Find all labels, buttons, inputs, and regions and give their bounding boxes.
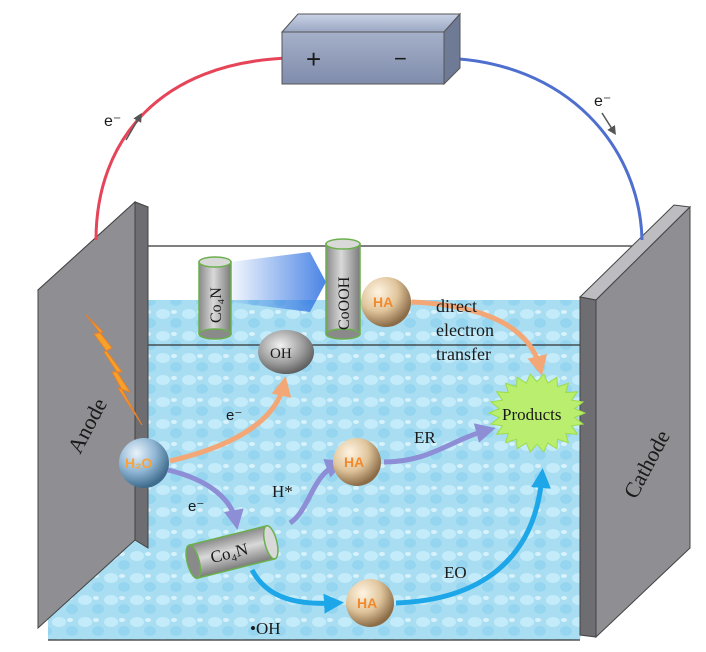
battery-plus: + [306, 44, 321, 74]
ha-bottom-label: HA [357, 595, 377, 611]
cooh-label: CoOOH [336, 276, 353, 330]
ha-mid-sphere: HA [333, 438, 381, 486]
anode-electron-arrow [125, 112, 142, 141]
anode-wire [94, 56, 291, 241]
dot-oh-label: •OH [250, 619, 281, 638]
eo-arrow [395, 468, 551, 606]
ha-mid-label: HA [344, 454, 364, 470]
anode-electron-label: e⁻ [104, 113, 121, 130]
co4n-top-label: Co₄N [208, 287, 225, 323]
ha-bottom-sphere: HA [346, 579, 394, 627]
lightning-icon [85, 314, 143, 426]
oh-sphere-label: OH [270, 346, 292, 362]
co4n-to-ha-bottom-arrow [249, 568, 344, 614]
co4n-bottom-cylinder: Co₄N [185, 524, 279, 580]
direct-label-1: direct [436, 296, 477, 316]
direct-label-2: electron [436, 320, 494, 340]
h2o-to-oh-arrow [169, 376, 292, 464]
co4n-top-cylinder: Co₄N [198, 256, 232, 340]
e-to-oh-label: e⁻ [226, 407, 242, 424]
products-label: Products [502, 405, 562, 424]
cooh-cylinder: CoOOH [325, 238, 361, 340]
h-star-label: H* [272, 482, 293, 501]
battery-minus: − [394, 46, 407, 71]
h2o-label: H₂O [125, 455, 152, 471]
products-burst: Products [487, 373, 587, 453]
cathode-plate: Cathode [578, 204, 692, 639]
co4n-to-ha-arrow [288, 458, 346, 526]
cathode-electron-label: e⁻ [594, 93, 611, 110]
cathode-electron-arrow [601, 112, 616, 136]
battery: + − [280, 12, 462, 86]
er-arrow [383, 423, 496, 465]
conversion-flow [230, 252, 326, 312]
e-to-co4n-label: e⁻ [188, 498, 204, 515]
direct-label-3: transfer [436, 344, 491, 364]
ha-top-label: HA [373, 294, 393, 310]
ha-top-sphere: HA [361, 277, 411, 327]
cathode-wire [439, 56, 644, 241]
oh-sphere: OH [258, 330, 314, 374]
h2o-sphere: H₂O [119, 438, 169, 488]
eo-label: EO [444, 563, 467, 582]
direct-transfer-arrow [411, 299, 548, 376]
er-label: ER [414, 428, 436, 447]
h2o-to-co4n-arrow [167, 467, 244, 530]
